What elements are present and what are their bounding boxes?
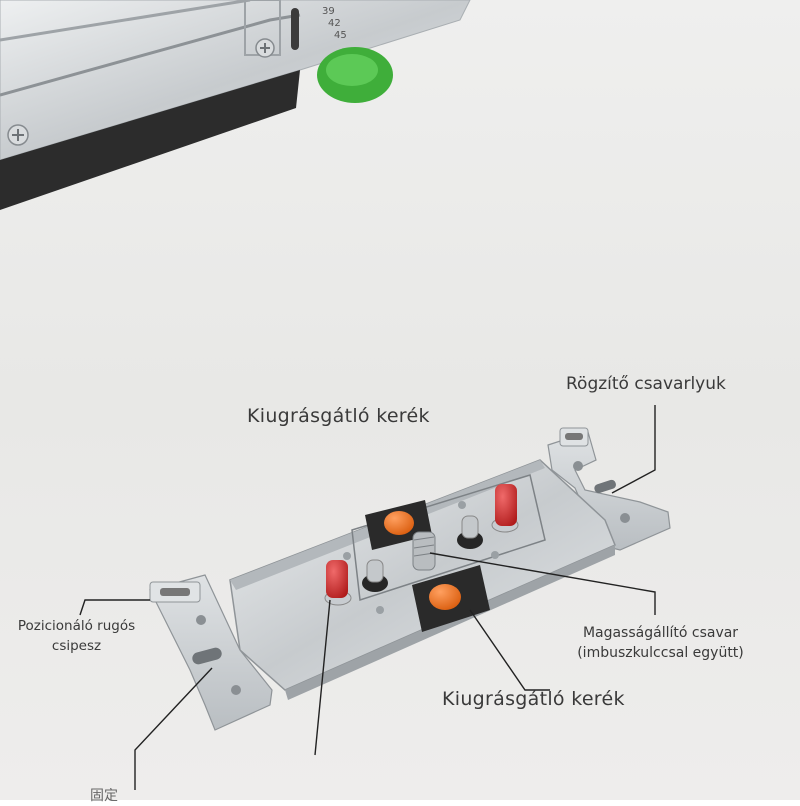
label-positioning-spring-clip-line1: Pozicionáló rugós	[17, 618, 136, 634]
callout-lines	[79, 405, 656, 790]
label-bottom-partial: 固定	[90, 788, 118, 804]
scale-mark-45: 45	[334, 30, 347, 41]
label-height-adjust-screw-line2: (imbuszkulccsal együtt)	[577, 645, 744, 661]
label-height-adjust-screw: Magasságállító csavar (imbuszkulccsal eg…	[558, 623, 763, 663]
label-anti-jump-wheel-bottom: Kiugrásgátló kerék	[442, 688, 625, 710]
label-height-adjust-screw-line1: Magasságállító csavar	[582, 625, 739, 641]
label-positioning-spring-clip: Pozicionáló rugós csipesz	[4, 616, 149, 656]
scale-mark-39: 39	[322, 6, 335, 17]
label-positioning-spring-clip-line2: csipesz	[51, 638, 102, 654]
scale-mark-42: 42	[328, 18, 341, 29]
top-rail-photo: 39 42 45	[0, 0, 471, 210]
label-mounting-screw-holes: Rögzítő csavarlyuk	[566, 374, 726, 394]
label-anti-jump-wheel-top: Kiugrásgátló kerék	[247, 405, 430, 427]
